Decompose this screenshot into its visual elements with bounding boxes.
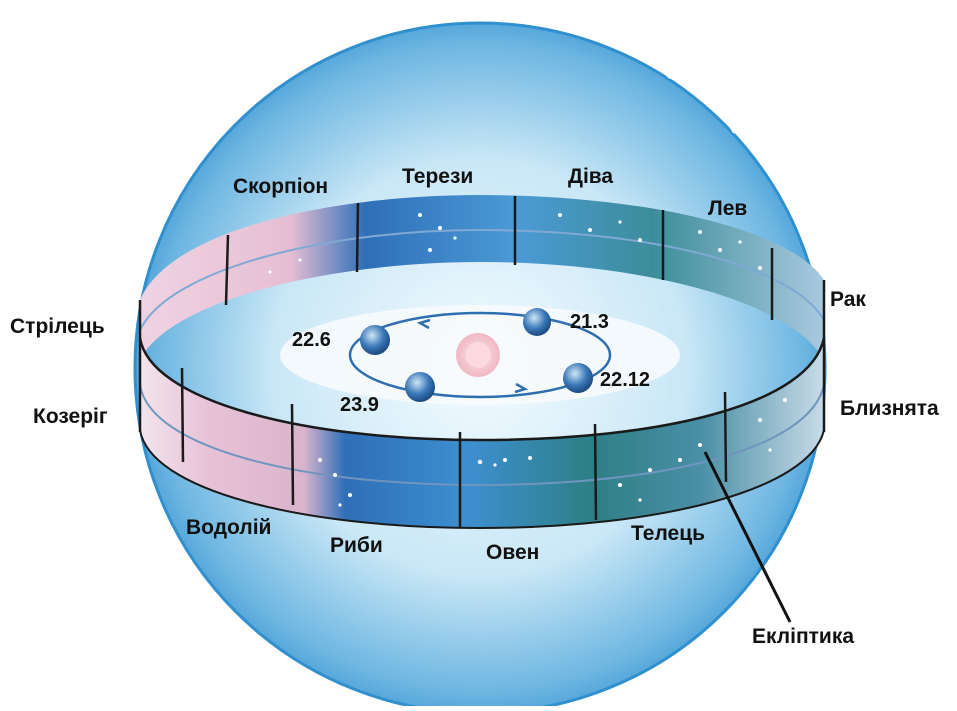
date-autumn-equinox: 23.9 xyxy=(340,394,379,416)
zodiac-band-front xyxy=(138,280,826,530)
earth-icon-autumn xyxy=(405,372,435,402)
label-libra: Терези xyxy=(402,165,474,188)
label-scorpio: Скорпіон xyxy=(233,175,329,198)
label-aries: Овен xyxy=(486,541,540,564)
orbit-arrow-top xyxy=(416,318,431,330)
label-leo: Лев xyxy=(708,197,748,220)
label-gemini: Близнята xyxy=(840,397,939,420)
date-summer-solstice: 22.6 xyxy=(292,329,331,351)
ecliptic-pointer-line xyxy=(703,451,792,623)
date-winter-solstice: 22.12 xyxy=(600,369,651,391)
label-pisces: Риби xyxy=(330,534,383,557)
label-ecliptic: Екліптика xyxy=(752,625,855,648)
zodiac-band-back xyxy=(139,195,825,360)
orbit-plane xyxy=(280,305,680,405)
earth-orbit xyxy=(348,311,612,399)
earth-icon-summer xyxy=(360,325,390,355)
label-taurus: Телець xyxy=(631,522,706,545)
earth-icon-winter xyxy=(563,363,593,393)
date-spring-equinox: 21.3 xyxy=(570,311,609,333)
label-cancer: Рак xyxy=(830,288,866,311)
orbit-arrow-bottom xyxy=(514,382,529,394)
label-aquarius: Водолій xyxy=(186,516,272,539)
label-virgo: Діва xyxy=(568,165,614,188)
earth-icon-spring xyxy=(523,308,551,336)
label-capricorn: Козеріг xyxy=(33,405,108,428)
label-sagittarius: Стрілець xyxy=(10,315,105,338)
